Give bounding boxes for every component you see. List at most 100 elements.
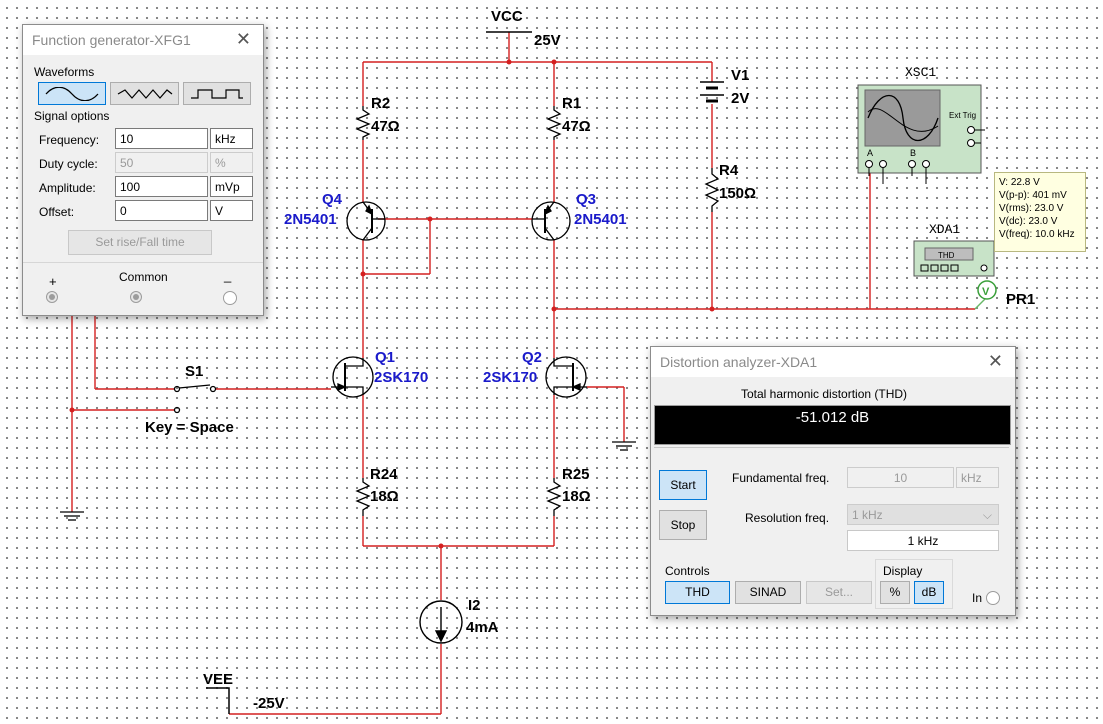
r2-name: R2 (371, 95, 390, 112)
vee-label: VEE (203, 671, 233, 688)
frequency-unit[interactable]: kHz (210, 128, 253, 149)
thd-button[interactable]: THD (665, 581, 730, 604)
stop-button[interactable]: Stop (659, 510, 707, 540)
resolution-freq-selected: 1 kHz (852, 508, 883, 522)
distortion-analyzer-xda1[interactable] (913, 240, 995, 277)
probe-vfreq: V(freq): 10.0 kHz (999, 229, 1075, 240)
r4-value: 150Ω (719, 185, 756, 202)
transistor-q1[interactable] (331, 356, 374, 398)
minus-terminal-label: _ (224, 268, 232, 283)
q2-part: 2SK170 (483, 369, 537, 386)
transistor-q3[interactable] (531, 201, 571, 241)
percent-button[interactable]: % (880, 581, 910, 604)
v1-name: V1 (731, 67, 749, 84)
offset-unit[interactable]: V (210, 200, 253, 221)
thd-section-title: Total harmonic distortion (THD) (741, 387, 908, 401)
resolution-freq-value[interactable]: 1 kHz (847, 530, 999, 551)
resistor-r24[interactable] (355, 478, 371, 516)
resistor-r4[interactable] (704, 168, 720, 212)
q3-part: 2N5401 (574, 211, 627, 228)
offset-input[interactable]: 0 (115, 200, 208, 221)
r24-name: R24 (370, 466, 398, 483)
r24-value: 18Ω (370, 488, 399, 505)
duty-cycle-label: Duty cycle: (39, 157, 98, 171)
q2-name: Q2 (522, 349, 542, 366)
square-wave-button[interactable] (183, 82, 251, 105)
window-title: Distortion analyzer-XDA1 (660, 354, 818, 370)
sine-wave-icon (45, 86, 99, 102)
probe-vdc: V(dc): 23.0 V (999, 216, 1058, 227)
s1-name: S1 (185, 363, 203, 380)
triangle-wave-button[interactable] (110, 82, 179, 105)
battery-v1[interactable] (700, 81, 724, 103)
duty-cycle-unit[interactable]: % (210, 152, 253, 173)
q4-name: Q4 (322, 191, 343, 208)
vee-value: -25V (253, 695, 285, 712)
divider (23, 262, 263, 263)
close-icon[interactable]: ✕ (987, 351, 1003, 371)
resistor-r25[interactable] (546, 478, 562, 516)
triangle-wave-icon (117, 89, 172, 99)
xda1-screen: THD (938, 251, 955, 260)
r25-name: R25 (562, 466, 590, 483)
transistor-q4[interactable] (346, 201, 386, 241)
probe-pr1[interactable] (977, 280, 997, 300)
probe-wire (974, 298, 986, 310)
s1-key-label: Key = Space (145, 419, 234, 436)
probe-voltage-icon: V (982, 286, 990, 298)
title-bar[interactable]: Function generator-XFG1 ✕ (23, 25, 263, 55)
resolution-freq-label: Resolution freq. (745, 511, 830, 525)
frequency-input[interactable]: 10 (115, 128, 208, 149)
window-title: Function generator-XFG1 (32, 32, 191, 48)
distortion-analyzer-window[interactable]: Distortion analyzer-XDA1 ✕ Total harmoni… (650, 346, 1016, 616)
amplitude-input[interactable]: 100 (115, 176, 208, 197)
q3-name: Q3 (576, 191, 596, 208)
sinad-button[interactable]: SINAD (735, 581, 801, 604)
q4-part: 2N5401 (284, 211, 337, 228)
close-icon[interactable]: ✕ (235, 29, 251, 49)
input-terminal-label: In (972, 591, 983, 605)
waveforms-label: Waveforms (34, 65, 95, 79)
probe-vrms: V(rms): 23.0 V (999, 203, 1064, 214)
vcc-value: 25V (534, 32, 561, 49)
signal-options-label: Signal options (34, 109, 110, 123)
db-button[interactable]: dB (914, 581, 944, 604)
common-terminal[interactable] (130, 291, 142, 303)
controls-label: Controls (665, 564, 710, 578)
wires (71, 32, 975, 715)
thd-reading: -51.012 dB (795, 409, 870, 426)
oscilloscope-xsc1[interactable] (857, 84, 985, 184)
title-bar[interactable]: Distortion analyzer-XDA1 ✕ (651, 347, 1015, 377)
r1-name: R1 (562, 95, 581, 112)
fundamental-freq-label: Fundamental freq. (732, 471, 830, 485)
sine-wave-button[interactable] (38, 82, 106, 105)
vee-symbol (206, 687, 230, 714)
fundamental-freq-unit[interactable]: kHz (956, 467, 999, 488)
frequency-label: Frequency: (39, 133, 100, 147)
q1-name: Q1 (375, 349, 395, 366)
start-button[interactable]: Start (659, 470, 707, 500)
ground-icon (612, 441, 636, 451)
plus-terminal[interactable] (46, 291, 58, 303)
q1-part: 2SK170 (374, 369, 428, 386)
transistor-q2[interactable] (545, 356, 587, 398)
amplitude-unit[interactable]: mVp (210, 176, 253, 197)
resolution-freq-select[interactable]: 1 kHz ⌵ (847, 504, 999, 525)
input-terminal[interactable] (986, 591, 1000, 605)
fundamental-freq-input[interactable]: 10 (847, 467, 954, 488)
resistor-r1[interactable] (546, 106, 562, 140)
function-generator-window[interactable]: Function generator-XFG1 ✕ Waveforms Sign… (22, 24, 264, 316)
xsc1-label: XSC1 (905, 65, 936, 80)
resistor-r2[interactable] (355, 106, 371, 140)
xsc1-channel-a: A (867, 148, 873, 158)
plus-terminal-label: + (49, 274, 57, 289)
reading-display: -51.012 dB (654, 405, 1011, 445)
current-source-i2[interactable] (419, 600, 463, 644)
set-button[interactable]: Set... (806, 581, 872, 604)
set-rise-fall-button[interactable]: Set rise/Fall time (68, 230, 212, 255)
minus-terminal[interactable] (223, 291, 237, 305)
duty-cycle-input[interactable]: 50 (115, 152, 208, 173)
switch-s1[interactable] (173, 384, 217, 414)
display-group (875, 559, 953, 609)
